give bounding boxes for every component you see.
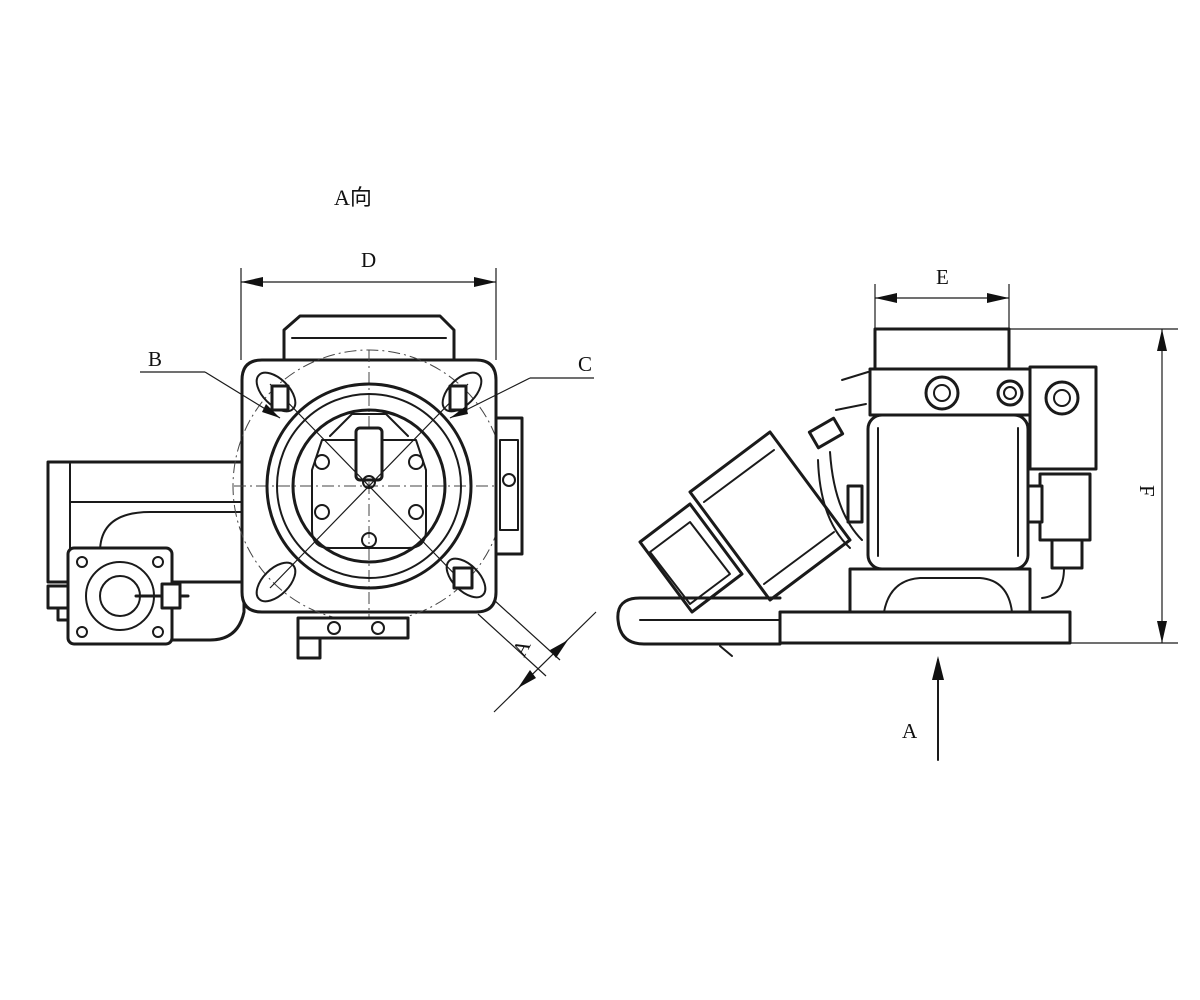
base-plate: [616, 567, 1072, 657]
dimension-d-label: D: [361, 248, 376, 272]
callout-b-label: B: [148, 347, 162, 371]
port-2: [996, 379, 1024, 407]
pipe-nut: [160, 582, 182, 610]
side-view: E F: [616, 265, 1178, 761]
top-cap: [873, 327, 1011, 371]
callout-c-label: C: [578, 352, 592, 376]
outer-flange-ring: [265, 382, 473, 590]
dimension-d: D: [240, 248, 497, 360]
callout-b: B: [140, 347, 281, 419]
a-view-front: A向 D: [46, 185, 597, 713]
dimension-f: F: [1010, 328, 1178, 644]
callout-c: C: [449, 352, 594, 419]
slot-bolt-b: [270, 384, 290, 412]
dimension-a-bolt-label: A: [507, 635, 536, 660]
view-arrow-a-label: A: [902, 719, 918, 743]
dimension-e: E: [874, 265, 1010, 330]
top-handle: [282, 314, 456, 362]
main-cylinder: [866, 413, 1030, 571]
solenoid-head: [1028, 365, 1098, 471]
slot-bolt-a: [452, 566, 474, 590]
dimension-e-label: E: [936, 265, 949, 289]
dimension-a-bolt: A: [477, 599, 597, 713]
main-housing: [232, 349, 524, 660]
slot-bolt-c: [448, 384, 468, 412]
view-arrow-a: A: [902, 656, 944, 761]
inlet-pipe: [46, 460, 246, 646]
view-title: A向: [334, 185, 372, 210]
corner-slots: [255, 371, 487, 603]
port-1: [924, 375, 960, 411]
bottom-screw-assembly: [296, 616, 410, 640]
angled-actuator: [638, 371, 869, 614]
mounting-plate: [778, 610, 1072, 645]
inner-valve-seat: [291, 408, 447, 564]
center-plunger: [354, 426, 384, 482]
solenoid-coil: [1038, 472, 1092, 542]
dimension-f-label: F: [1135, 485, 1159, 497]
